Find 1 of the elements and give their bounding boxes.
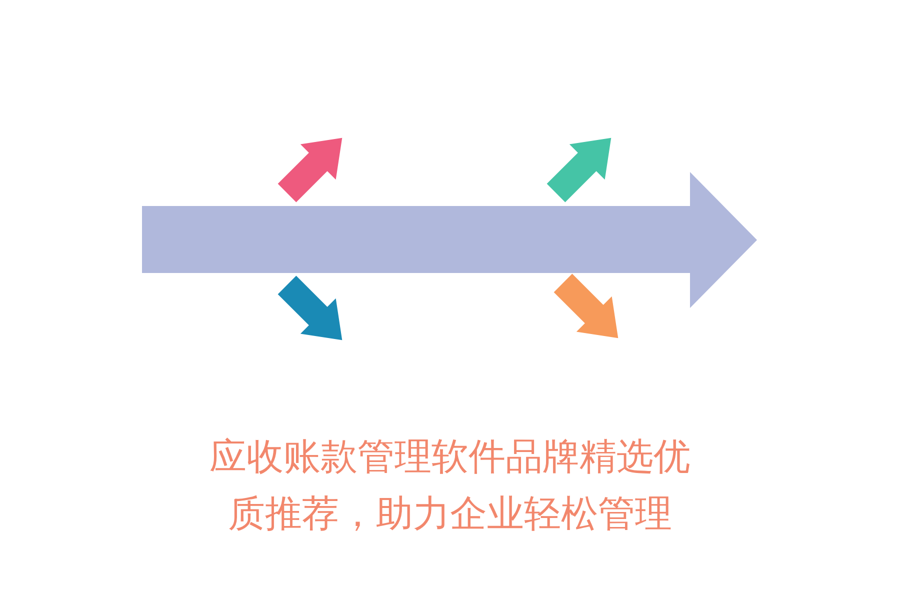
caption: 应收账款管理软件品牌精选优质推荐，助力企业轻松管理 bbox=[208, 434, 692, 537]
